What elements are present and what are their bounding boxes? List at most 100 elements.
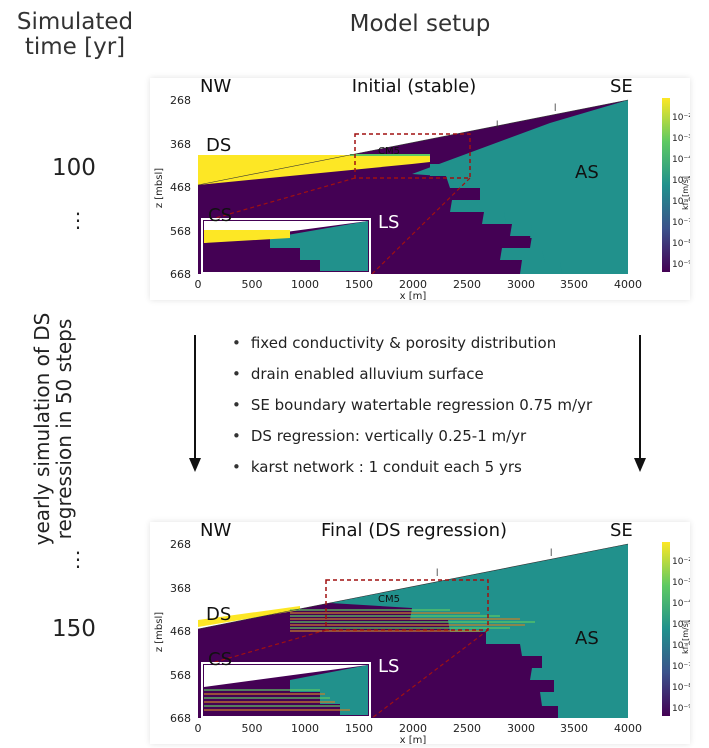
y-tick-668: 668 xyxy=(170,712,191,725)
x-tick-3500: 3500 xyxy=(560,722,588,735)
y-tick-labels: 268 368 468 568 668 xyxy=(170,538,191,725)
model-setup-header: Model setup xyxy=(349,11,491,37)
cm5-label: CM5 xyxy=(378,594,400,605)
cbar-tick-5: 10⁻⁷ xyxy=(672,662,690,672)
inset-teal xyxy=(270,221,368,271)
inset-teal xyxy=(290,665,368,715)
cs-label: CS xyxy=(208,649,232,670)
y-tick-268: 268 xyxy=(170,538,191,551)
y-tick-468: 468 xyxy=(170,181,191,194)
cm5-label: CM5 xyxy=(378,146,400,157)
x-tick-3500: 3500 xyxy=(560,278,588,291)
zoom-line-1 xyxy=(204,177,356,222)
x-tick-labels: 0 500 1000 1500 2000 2500 3000 3500 4000 xyxy=(195,278,643,291)
cbar-tick-0: 10⁻² xyxy=(672,113,690,123)
x-tick-labels: 0 500 1000 1500 2000 2500 3000 3500 4000 xyxy=(195,722,643,735)
header-line1: Simulated xyxy=(16,9,134,35)
ds-layer xyxy=(198,155,430,185)
header-line2: time [yr] xyxy=(24,34,126,60)
y-tick-568: 568 xyxy=(170,669,191,682)
x-tick-500: 500 xyxy=(242,278,263,291)
inset-stripes xyxy=(204,689,350,711)
x-tick-0: 0 xyxy=(195,278,202,291)
simulated-time-header: Simulated time [yr] xyxy=(0,10,150,60)
x-tick-3000: 3000 xyxy=(507,278,535,291)
ds-layer xyxy=(198,606,300,627)
y-axis-label: z [mbsl] xyxy=(154,612,165,652)
bullet-text: karst network : 1 conduit each 5 yrs xyxy=(250,458,522,476)
marker-2: ꟾ xyxy=(550,547,552,558)
final-model-figure: ꟾ ꟾ 268 368 468 568 668 0 500 1000 1500 … xyxy=(154,520,692,746)
flow-arrows xyxy=(189,335,646,472)
x-tick-3000: 3000 xyxy=(507,722,535,735)
y-axis-label: z [mbsl] xyxy=(154,168,165,208)
cbar-tick-6: 10⁻⁸ xyxy=(672,239,690,249)
zoom-line-2 xyxy=(371,177,471,275)
cbar-tick-1: 10⁻³ xyxy=(672,578,690,588)
nw-label: NW xyxy=(200,78,231,97)
marker-1: ꟾ xyxy=(496,119,498,130)
marker-1: ꟾ xyxy=(436,567,438,578)
ls-label: LS xyxy=(378,212,399,233)
cbar-tick-3: 10⁻⁵ xyxy=(672,620,690,630)
bullet-text: SE boundary watertable regression 0.75 m… xyxy=(250,396,593,414)
simulation-description-line1: yearly simulation of DS xyxy=(30,312,54,546)
x-axis-label: x [m] xyxy=(400,735,427,744)
inset-sky xyxy=(204,665,368,687)
timeline-dots-bottom: ⋮ xyxy=(68,547,88,571)
x-tick-4000: 4000 xyxy=(614,278,642,291)
as-label: AS xyxy=(575,162,599,183)
bullet-list: • fixed conductivity & porosity distribut… xyxy=(232,328,652,483)
x-tick-2500: 2500 xyxy=(453,722,481,735)
cbar-tick-2: 10⁻⁴ xyxy=(672,155,690,165)
panel-title: Final (DS regression) xyxy=(321,522,507,541)
arrow-right-head xyxy=(634,458,646,472)
nw-label: NW xyxy=(200,522,231,541)
as-label: AS xyxy=(575,628,599,649)
bullet-dot: • xyxy=(232,365,241,383)
colorbar-label: kfₙ [m/s] xyxy=(681,620,690,654)
x-tick-2000: 2000 xyxy=(399,278,427,291)
x-tick-2000: 2000 xyxy=(399,722,427,735)
se-label: SE xyxy=(610,522,633,541)
x-tick-1000: 1000 xyxy=(291,278,319,291)
bullet-text: drain enabled alluvium surface xyxy=(250,365,484,383)
surface-line xyxy=(197,543,629,630)
x-tick-1500: 1500 xyxy=(345,278,373,291)
x-axis-label: x [m] xyxy=(400,291,427,300)
ls-label: LS xyxy=(378,656,399,677)
colorbar-ticks: 10⁻² 10⁻³ 10⁻⁴ 10⁻⁵ 10⁻⁶ 10⁻⁷ 10⁻⁸ 10⁻⁹ xyxy=(672,113,692,270)
colorbar xyxy=(662,98,670,272)
cbar-tick-7: 10⁻⁹ xyxy=(672,260,690,270)
cbar-tick-6: 10⁻⁸ xyxy=(672,683,690,693)
y-tick-368: 368 xyxy=(170,138,191,151)
aquifer-as-fill xyxy=(412,100,628,274)
bullet-item: • fixed conductivity & porosity distribut… xyxy=(232,328,652,359)
regression-stripes xyxy=(290,609,535,632)
bullet-dot: • xyxy=(232,334,241,352)
cbar-tick-3: 10⁻⁵ xyxy=(672,176,690,186)
colorbar-label: kf₁ [m/s] xyxy=(681,176,690,210)
panel-title: Initial (stable) xyxy=(352,78,477,97)
zoom-box xyxy=(354,133,471,179)
y-tick-268: 268 xyxy=(170,94,191,107)
bullet-item: •karst network : 1 conduit each 5 yrs xyxy=(232,452,652,483)
x-tick-1500: 1500 xyxy=(345,722,373,735)
surface-line xyxy=(197,99,629,186)
bullet-dot: • xyxy=(232,396,241,414)
colorbar xyxy=(662,542,670,716)
cbar-tick-7: 10⁻⁹ xyxy=(672,704,690,714)
bullet-text: DS regression: vertically 0.25-1 m/yr xyxy=(250,427,527,445)
y-tick-668: 668 xyxy=(170,268,191,281)
cbar-tick-2: 10⁻⁴ xyxy=(672,599,690,609)
bullet-dot: • xyxy=(232,427,241,445)
y-tick-568: 568 xyxy=(170,225,191,238)
timeline-dots-top: ⋮ xyxy=(68,208,88,232)
bullet-text: fixed conductivity & porosity distributi… xyxy=(250,334,557,352)
marker-2: ꟾ xyxy=(554,102,556,113)
cbar-tick-5: 10⁻⁷ xyxy=(672,218,690,228)
x-tick-2500: 2500 xyxy=(453,278,481,291)
cbar-tick-1: 10⁻³ xyxy=(672,134,690,144)
inset-yellow xyxy=(204,230,290,243)
ds-label: DS xyxy=(206,135,231,156)
